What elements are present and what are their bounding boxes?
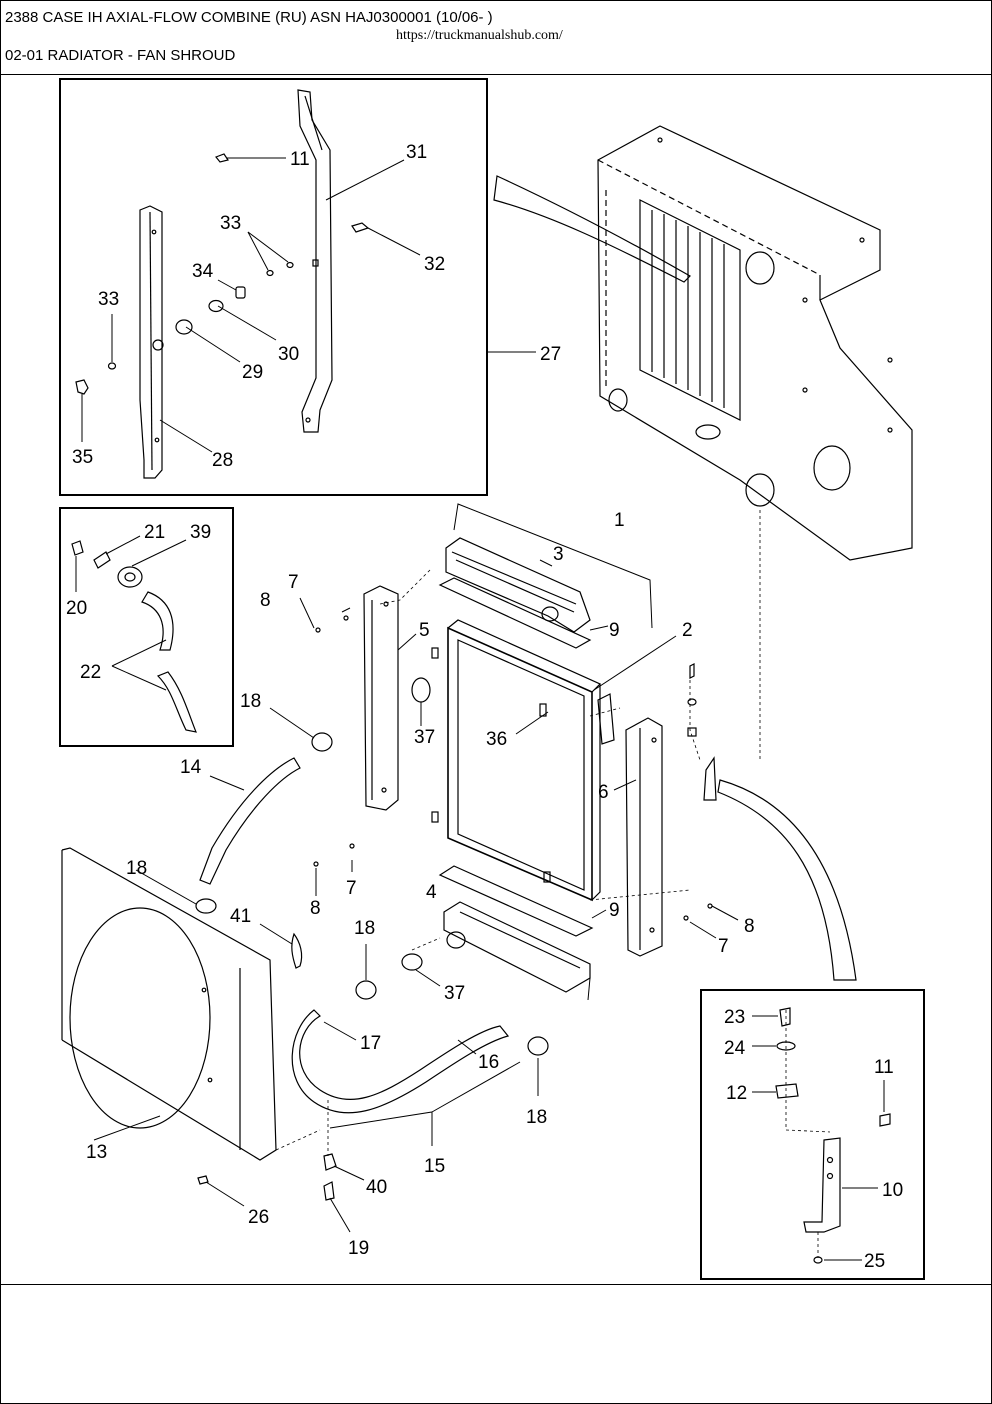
source-url: https://truckmanualshub.com/: [396, 28, 563, 43]
callout-18a: 18: [240, 691, 261, 712]
part-6-bracket: [625, 717, 663, 957]
part-4-bottom-tank: [443, 901, 591, 993]
callout-8c: 8: [744, 916, 755, 937]
callout-30: 30: [278, 344, 299, 365]
callout-11a: 11: [290, 149, 310, 170]
part-31-bracket: [297, 89, 333, 433]
callout-23: 23: [724, 1007, 745, 1028]
callout-29: 29: [242, 362, 263, 383]
callout-13: 13: [86, 1142, 107, 1163]
callout-9a: 9: [609, 620, 620, 641]
part-5-bracket: [363, 585, 399, 811]
clamp-18a: [311, 732, 333, 752]
callout-11b: 11: [874, 1057, 894, 1078]
callout-37b: 37: [444, 983, 465, 1004]
part-27-callout-arrow: [493, 175, 691, 283]
part-27-frame: [597, 125, 913, 561]
callout-18b: 18: [126, 858, 147, 879]
clamp-18b: [195, 898, 217, 914]
callout-8b: 8: [310, 898, 321, 919]
part-14-hose: [199, 757, 301, 885]
hoses-detail-parts: [71, 540, 197, 733]
callout-6: 6: [598, 782, 609, 803]
part-2-radiator-core: [431, 619, 602, 902]
callout-39: 39: [190, 522, 211, 543]
part-9-gasket-bottom: [438, 865, 594, 937]
callout-16: 16: [478, 1052, 499, 1073]
footer-divider: [0, 1284, 992, 1285]
callout-19: 19: [348, 1238, 369, 1259]
mount-detail-parts: [775, 1007, 891, 1264]
part-41-strap: [291, 932, 303, 969]
lower-hardware: [197, 615, 713, 1201]
clamp-18c: [355, 980, 377, 1000]
callout-12: 12: [726, 1083, 747, 1104]
callout-26: 26: [248, 1207, 269, 1228]
callout-15: 15: [424, 1156, 445, 1177]
callout-25: 25: [864, 1251, 885, 1272]
hardware-box-27: [75, 153, 370, 395]
section-title: 02-01 RADIATOR - FAN SHROUD: [5, 47, 236, 64]
page-title: 2388 CASE IH AXIAL-FLOW COMBINE (RU) ASN…: [5, 9, 493, 26]
part-37-seal-lower: [401, 953, 423, 971]
callout-21: 21: [144, 522, 165, 543]
callout-37a: 37: [414, 727, 435, 748]
header-divider: [0, 74, 992, 75]
callout-1: 1: [614, 510, 625, 531]
detail-box-27: [59, 78, 488, 496]
part-13-fan-shroud: [61, 847, 277, 1161]
part-37-seal-upper: [411, 677, 431, 703]
assembly-lines: [275, 510, 831, 1258]
part-28-bracket: [139, 205, 164, 479]
callout-32: 32: [424, 254, 445, 275]
part-3-top-tank: [445, 537, 591, 633]
right-hardware: [597, 663, 717, 801]
callout-18d: 18: [526, 1107, 547, 1128]
callout-7a: 7: [288, 572, 299, 593]
callout-7c: 7: [718, 936, 729, 957]
callout-35: 35: [72, 447, 93, 468]
callout-labels: 1 2 3 4 5 6 7 7 7 8 8 8 9 9 10 11 11 12 …: [66, 142, 903, 1272]
callout-40: 40: [366, 1177, 387, 1198]
callout-5: 5: [419, 620, 430, 641]
clamp-18d: [527, 1036, 549, 1056]
part-16-17-hose: [291, 1009, 510, 1114]
callout-31: 31: [406, 142, 427, 163]
callout-20: 20: [66, 598, 87, 619]
part-10-callout-arrow: [717, 779, 857, 981]
callout-33b: 33: [98, 289, 119, 310]
callout-9b: 9: [609, 900, 620, 921]
callout-17: 17: [360, 1033, 381, 1054]
callout-36: 36: [486, 729, 507, 750]
callout-7b: 7: [346, 878, 357, 899]
callout-24: 24: [724, 1038, 746, 1059]
callout-28: 28: [212, 450, 233, 471]
callout-4: 4: [426, 882, 437, 903]
callout-14: 14: [180, 757, 202, 778]
callout-2: 2: [682, 620, 693, 641]
part-9-gasket-top: [438, 577, 592, 649]
callout-33a: 33: [220, 213, 241, 234]
callout-27: 27: [540, 344, 561, 365]
callout-22: 22: [80, 662, 101, 683]
callout-34: 34: [192, 261, 214, 282]
callout-10: 10: [882, 1180, 903, 1201]
detail-box-mount: [700, 989, 925, 1280]
callout-41: 41: [230, 906, 251, 927]
callout-8a: 8: [260, 590, 271, 611]
detail-box-hoses: [59, 507, 234, 747]
leader-lines: [75, 157, 885, 1261]
callout-18c: 18: [354, 918, 375, 939]
callout-3: 3: [553, 544, 564, 565]
